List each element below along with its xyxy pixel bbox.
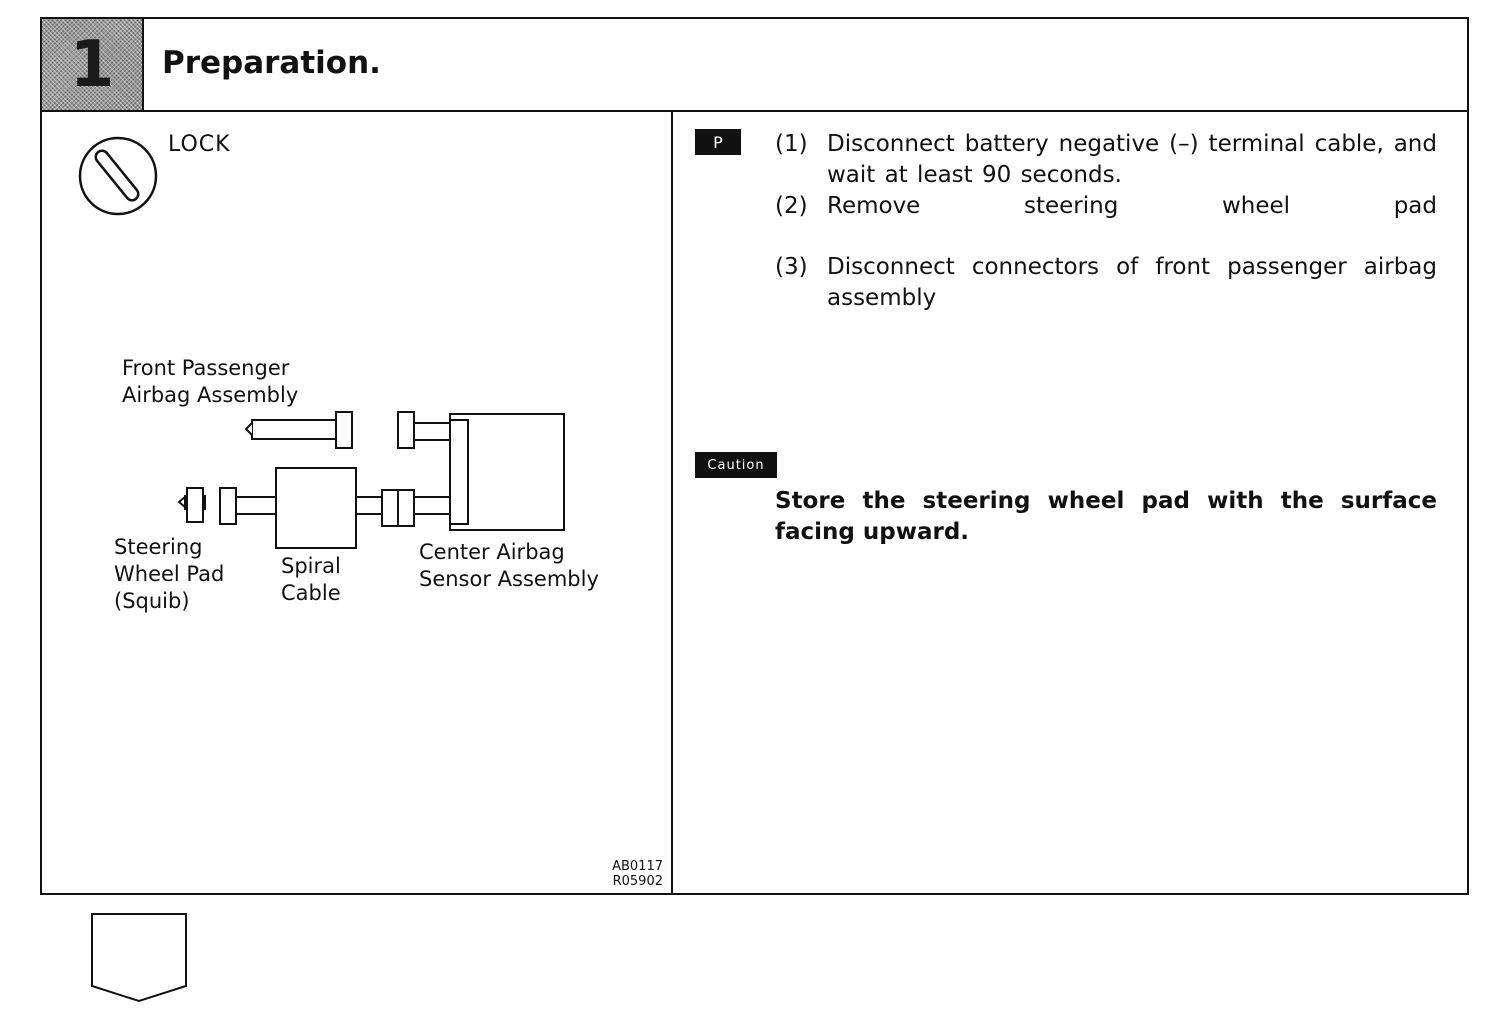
front-passenger-airbag-label: Front Passenger Airbag Assembly xyxy=(122,356,299,407)
lock-key-icon xyxy=(78,136,158,216)
step-number-box: 1 xyxy=(42,19,144,110)
center-airbag-sensor-label: Center Airbag Sensor Assembly xyxy=(419,540,599,591)
caution-text: Store the steering wheel pad with the su… xyxy=(775,488,1437,545)
illustration-panel: LOCK xyxy=(42,112,673,893)
list-item: (3) Disconnect connectors of front passe… xyxy=(775,254,1437,311)
spiral-right-connector-b xyxy=(397,489,415,527)
list-item: (1) Disconnect battery negative (–) term… xyxy=(775,131,1437,188)
sensor-top-cable xyxy=(413,422,453,441)
front-passenger-connector xyxy=(335,411,353,449)
steering-pad-plug-tip xyxy=(177,496,186,508)
step-list: (1) Disconnect battery negative (–) term… xyxy=(775,129,1437,344)
section-header: 1 Preparation. xyxy=(42,19,1467,112)
spiral-cable-box xyxy=(275,467,357,549)
instructions-panel: P (1) Disconnect battery negative (–) te… xyxy=(673,112,1467,893)
front-passenger-plug-tip xyxy=(244,422,253,436)
spiral-right-connector-a xyxy=(381,489,399,527)
sensor-top-connector xyxy=(397,411,415,449)
list-item: (2) Remove steering wheel pad xyxy=(775,193,1437,219)
spiral-right-cable xyxy=(355,496,385,515)
page-title: Preparation. xyxy=(162,45,381,81)
procedure-badge: P xyxy=(695,129,741,155)
steering-wheel-pad-label: Steering Wheel Pad (Squib) xyxy=(114,535,225,613)
corner-tab-icon xyxy=(91,913,187,1003)
front-passenger-cable xyxy=(251,419,339,440)
page-frame: 1 Preparation. LOCK xyxy=(40,17,1469,895)
sensor-lower-cable xyxy=(413,496,451,515)
spiral-cable-label: Spiral Cable xyxy=(281,554,341,605)
sensor-mount-plate xyxy=(449,419,469,525)
figure-reference-codes: AB0117 R05902 xyxy=(612,859,663,889)
steering-pad-connector xyxy=(186,487,204,523)
step-number: 1 xyxy=(69,27,115,102)
spiral-left-connector xyxy=(219,487,237,525)
caution-badge: Caution xyxy=(695,452,777,478)
lock-label: LOCK xyxy=(168,132,231,157)
airbag-wiring-diagram xyxy=(177,411,565,549)
spiral-left-cable xyxy=(235,496,279,515)
